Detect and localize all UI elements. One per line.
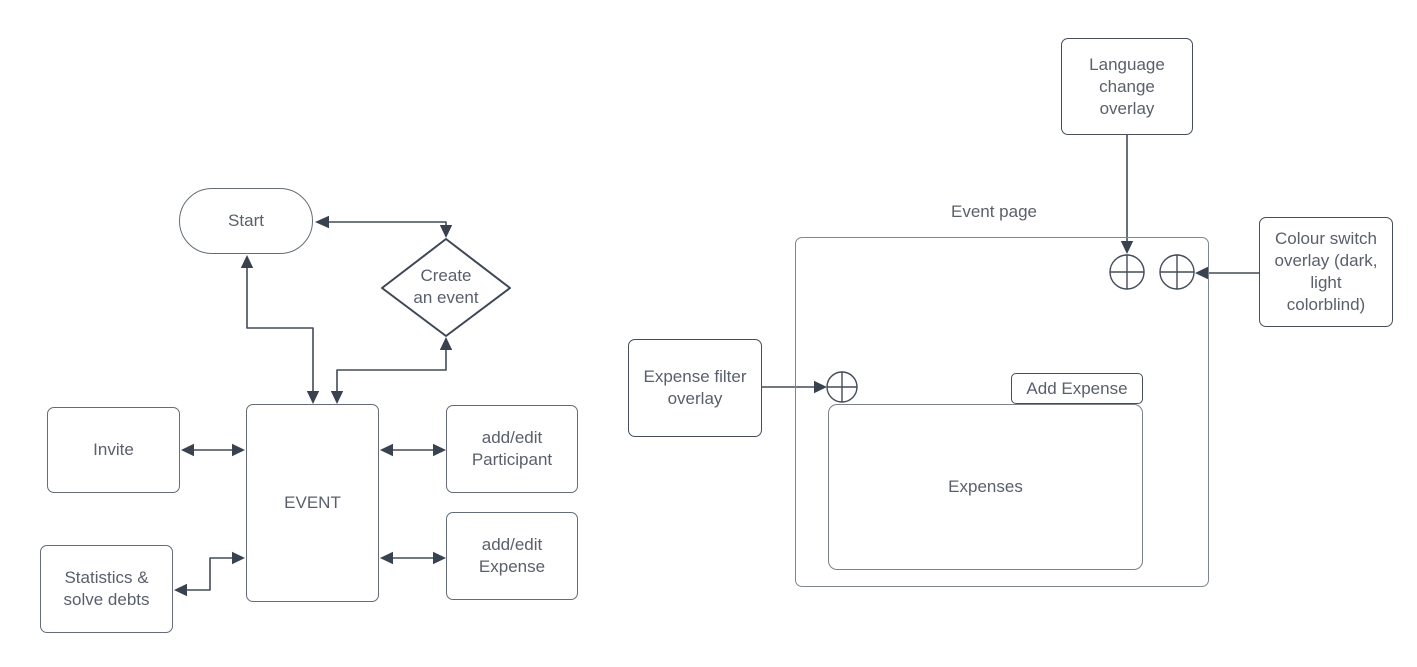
add-edit-participant-node: add/edit Participant xyxy=(446,405,578,493)
statistics-node: Statistics & solve debts xyxy=(40,545,173,633)
arrowhead-right-icon xyxy=(232,551,245,565)
arrowhead-up-icon xyxy=(240,255,254,268)
connector-event-expense xyxy=(380,551,446,565)
connector-start-event xyxy=(240,255,320,404)
start-node: Start xyxy=(179,188,313,254)
start-label: Start xyxy=(228,211,264,230)
arrowhead-down-icon xyxy=(439,225,453,238)
event-node: EVENT xyxy=(246,404,379,602)
add-edit-expense-node: add/edit Expense xyxy=(446,512,578,600)
language-change-overlay-node: Language change overlay xyxy=(1061,38,1193,135)
add-expense-button: Add Expense xyxy=(1011,373,1143,404)
connector-create-event-event xyxy=(330,337,453,404)
connector-colour-eventpage xyxy=(1195,266,1260,280)
connector-start-create-event xyxy=(315,215,453,238)
arrowhead-right-icon xyxy=(232,443,245,457)
arrowhead-left-icon xyxy=(315,215,329,229)
add-expense-label: Add Expense xyxy=(1026,378,1128,398)
arrowhead-down-icon xyxy=(1120,241,1134,254)
arrowhead-down-icon xyxy=(330,391,344,404)
connector-language-eventpage xyxy=(1120,134,1134,254)
expenses-label: Expenses xyxy=(948,477,1023,496)
arrowhead-left-icon xyxy=(1195,266,1208,280)
connector-invite-event xyxy=(181,443,245,457)
event-page-container xyxy=(795,237,1209,587)
connector-event-statistics xyxy=(174,551,245,597)
arrowhead-right-icon xyxy=(433,551,446,565)
language-circle-plus-icon xyxy=(1109,254,1145,290)
arrowhead-up-icon xyxy=(439,337,453,350)
invite-label: Invite xyxy=(93,440,134,459)
event-label: EVENT xyxy=(284,493,341,512)
arrowhead-right-icon xyxy=(814,380,827,394)
create-event-label: Create an event xyxy=(413,266,479,307)
expense-filter-overlay-node: Expense filter overlay xyxy=(628,339,762,437)
arrowhead-down-icon xyxy=(306,391,320,404)
connector-filter-eventpage xyxy=(761,380,827,394)
expenses-panel: Expenses xyxy=(828,404,1143,570)
arrowhead-left-icon xyxy=(181,443,194,457)
arrowhead-left-icon xyxy=(380,551,393,565)
invite-node: Invite xyxy=(47,407,180,493)
filter-circle-plus-icon xyxy=(826,371,858,403)
arrowhead-left-icon xyxy=(174,583,187,597)
arrowhead-left-icon xyxy=(380,443,393,457)
colour-switch-overlay-node: Colour switch overlay (dark, light color… xyxy=(1259,217,1393,327)
event-page-label: Event page xyxy=(950,202,1037,221)
create-event-diamond-shape xyxy=(381,238,511,337)
connector-event-participant xyxy=(380,443,446,457)
colour-circle-plus-icon xyxy=(1159,254,1195,290)
arrowhead-right-icon xyxy=(433,443,446,457)
